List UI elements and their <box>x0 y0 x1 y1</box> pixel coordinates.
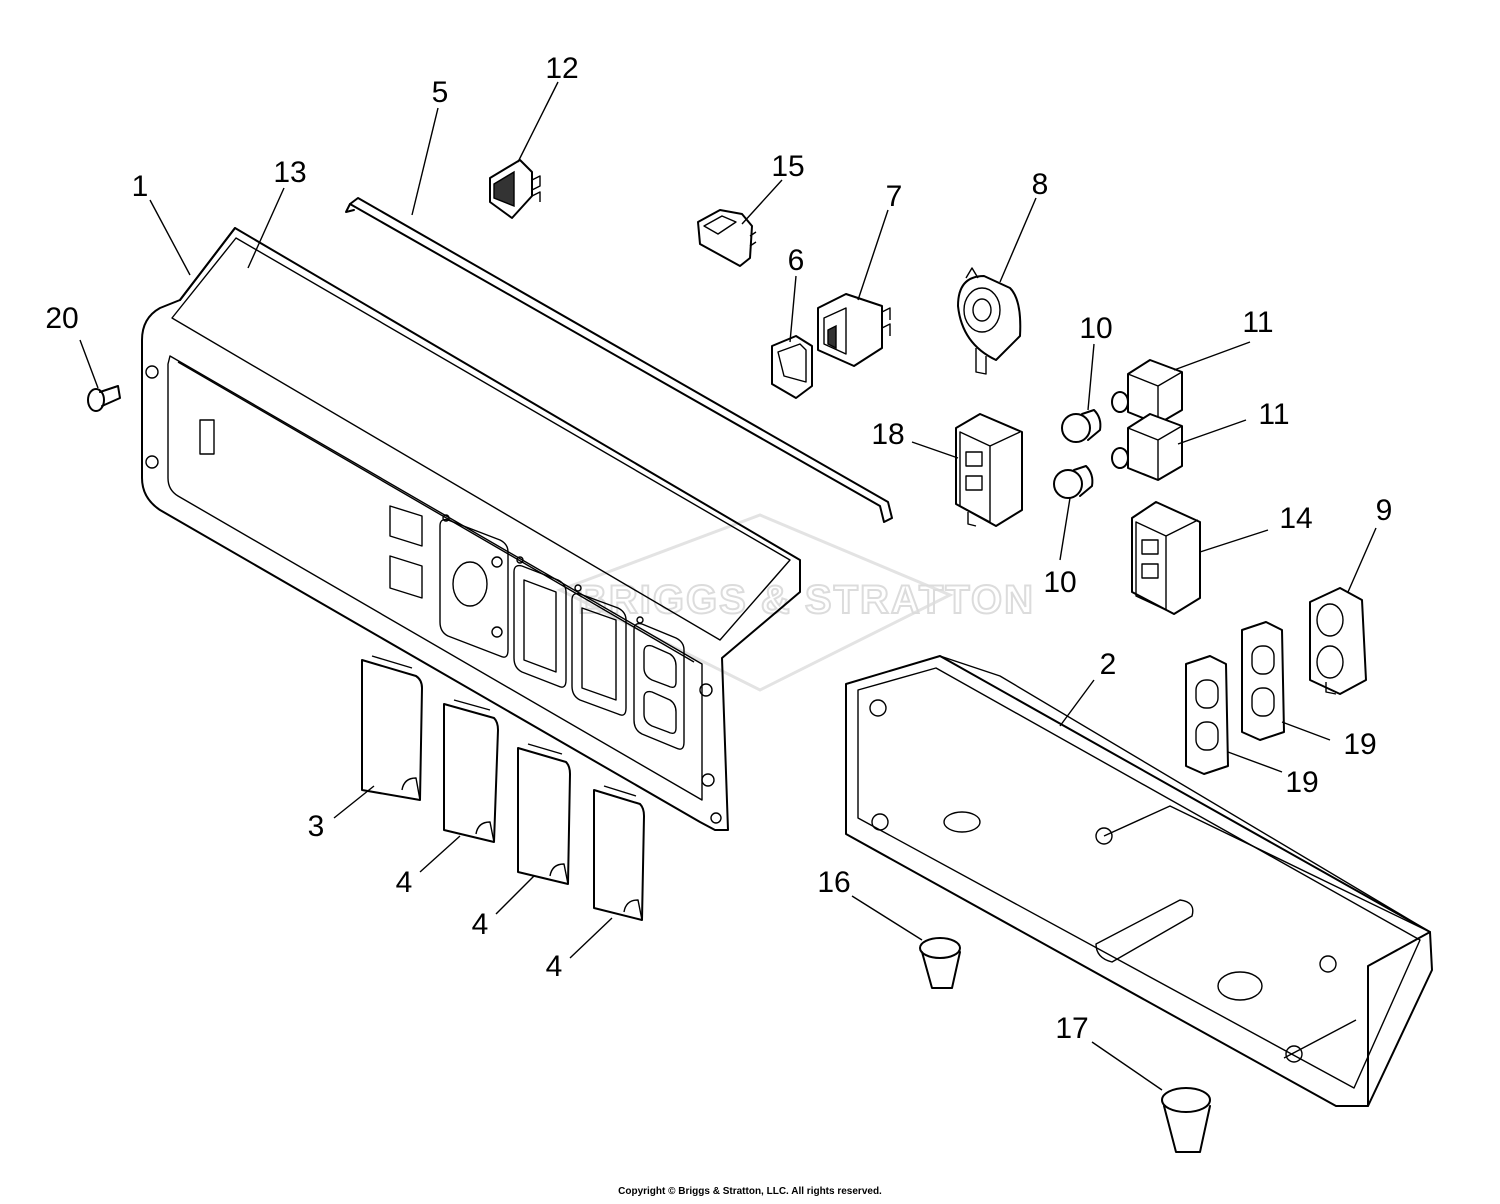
callout-14: 14 <box>1279 502 1312 535</box>
callout-11b: 11 <box>1258 398 1289 431</box>
callout-4c: 4 <box>546 950 563 983</box>
outlet-cover-3 <box>361 655 423 801</box>
callout-2: 2 <box>1100 648 1117 681</box>
callout-4b: 4 <box>472 908 489 941</box>
receptacle-gasket-1 <box>1185 655 1229 775</box>
circuit-breaker-bottom <box>1111 413 1183 481</box>
watermark-text: BRIGGS & STRATTON <box>578 578 1035 622</box>
callout-labels: 1 2 3 4 4 4 5 6 7 8 9 10 10 11 11 12 13 … <box>45 52 1392 1045</box>
callout-3: 3 <box>308 810 325 843</box>
callout-10a: 10 <box>1079 312 1112 345</box>
callout-6: 6 <box>788 244 805 277</box>
indicator-light-bottom <box>1053 465 1094 499</box>
callout-15: 15 <box>771 150 804 183</box>
indicator-light-top <box>1061 409 1102 443</box>
callout-9: 9 <box>1376 494 1393 527</box>
gasket-strip <box>345 197 893 523</box>
callout-8: 8 <box>1032 168 1049 201</box>
gfci-receptacle-14 <box>1131 501 1201 615</box>
callout-17: 17 <box>1055 1012 1088 1045</box>
gfci-receptacle-18 <box>955 413 1023 527</box>
outlet-cover-4c <box>593 785 645 921</box>
receptacle-gasket-2 <box>1241 621 1285 741</box>
grommet-16 <box>919 937 961 989</box>
callout-4a: 4 <box>396 866 413 899</box>
callout-18: 18 <box>871 418 904 451</box>
callout-1: 1 <box>132 170 149 203</box>
callout-13: 13 <box>273 156 306 189</box>
duplex-receptacle <box>1309 587 1367 695</box>
callout-16: 16 <box>817 866 850 899</box>
screw-part <box>87 385 121 412</box>
callout-11a: 11 <box>1242 306 1273 339</box>
leader-lines <box>79 81 1377 1091</box>
callout-7: 7 <box>886 180 903 213</box>
callout-20: 20 <box>45 302 78 335</box>
hour-meter <box>697 209 757 267</box>
grommet-17 <box>1161 1087 1211 1153</box>
rocker-switch <box>489 159 541 219</box>
callout-12: 12 <box>545 52 578 85</box>
circuit-breaker-top <box>1111 359 1183 425</box>
outlet-cover-4b <box>517 743 571 885</box>
main-switch <box>817 293 891 367</box>
small-switch <box>771 335 813 399</box>
enclosure-box <box>845 655 1433 1107</box>
twist-lock-receptacle <box>957 267 1022 375</box>
callout-10b: 10 <box>1043 566 1076 599</box>
copyright-notice: Copyright © Briggs & Stratton, LLC. All … <box>618 1186 882 1197</box>
callout-19b: 19 <box>1285 766 1318 799</box>
control-panel <box>141 227 801 831</box>
outlet-cover-4a <box>443 699 499 843</box>
callout-19a: 19 <box>1343 728 1376 761</box>
callout-5: 5 <box>432 76 449 109</box>
